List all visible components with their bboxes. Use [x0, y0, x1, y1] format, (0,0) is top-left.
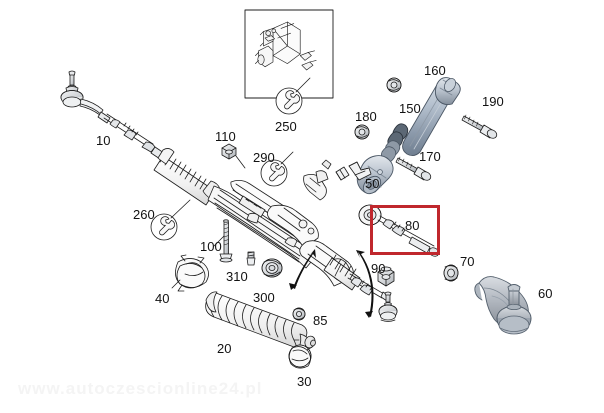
- part-310-small-bolt: [246, 251, 256, 266]
- callout-label-260: 260: [133, 207, 155, 222]
- callout-label-110: 110: [215, 129, 236, 144]
- tool-icon-260: [150, 199, 191, 241]
- callout-label-160: 160: [424, 63, 446, 78]
- callout-label-85: 85: [313, 313, 328, 328]
- part-160-washer: [386, 77, 402, 93]
- pointer-arrows: [289, 249, 374, 318]
- highlight-rectangle-80: [370, 205, 440, 255]
- tool-icon-290: [260, 151, 294, 187]
- tool-icon-250: [275, 77, 311, 115]
- part-50-bracket: [348, 161, 372, 181]
- callout-label-40: 40: [155, 291, 170, 306]
- part-20-bellows-boot: [205, 291, 316, 349]
- callout-label-70: 70: [460, 254, 475, 269]
- callout-label-10: 10: [96, 133, 111, 148]
- inset-detail-box: [244, 9, 334, 99]
- part-40-clamp-ring: [175, 254, 209, 292]
- tie-rod-middle-with-joint: [347, 273, 398, 322]
- watermark: www.autoczescionline24.pl: [18, 379, 263, 398]
- callout-label-170: 170: [419, 149, 441, 164]
- part-10-tie-rod-left: [60, 70, 168, 162]
- callout-label-30: 30: [297, 374, 312, 389]
- part-70-nut: [443, 264, 459, 282]
- callout-label-300: 300: [253, 290, 275, 305]
- part-85-washer: [292, 307, 306, 321]
- callout-label-50: 50: [365, 176, 380, 191]
- callout-label-100: 100: [200, 239, 222, 254]
- leader-lines: [171, 155, 342, 289]
- part-190-bolt: [461, 114, 498, 139]
- bellows-left: [153, 148, 221, 206]
- callout-label-310: 310: [226, 269, 248, 284]
- part-90-hex-nut: [377, 266, 395, 287]
- part-180-washer: [354, 124, 370, 140]
- part-300-bushing: [261, 258, 283, 278]
- callout-label-90: 90: [371, 261, 386, 276]
- part-60-tie-rod-end: [474, 276, 532, 335]
- part-100-long-bolt: [219, 219, 233, 263]
- callout-label-150: 150: [399, 101, 421, 116]
- part-170-bolt: [395, 156, 432, 181]
- part-150-steering-shaft: [356, 77, 461, 195]
- callout-label-20: 20: [217, 341, 232, 356]
- callout-label-250: 250: [275, 119, 297, 134]
- callout-label-290: 290: [253, 150, 275, 165]
- callout-label-80: 80: [405, 218, 420, 233]
- part-30-clamp: [288, 339, 313, 369]
- callout-label-60: 60: [538, 286, 553, 301]
- callout-label-180: 180: [355, 109, 377, 124]
- callout-label-190: 190: [482, 94, 504, 109]
- part-bracket-small: [335, 166, 350, 181]
- part-110-hex-nut: [221, 143, 237, 160]
